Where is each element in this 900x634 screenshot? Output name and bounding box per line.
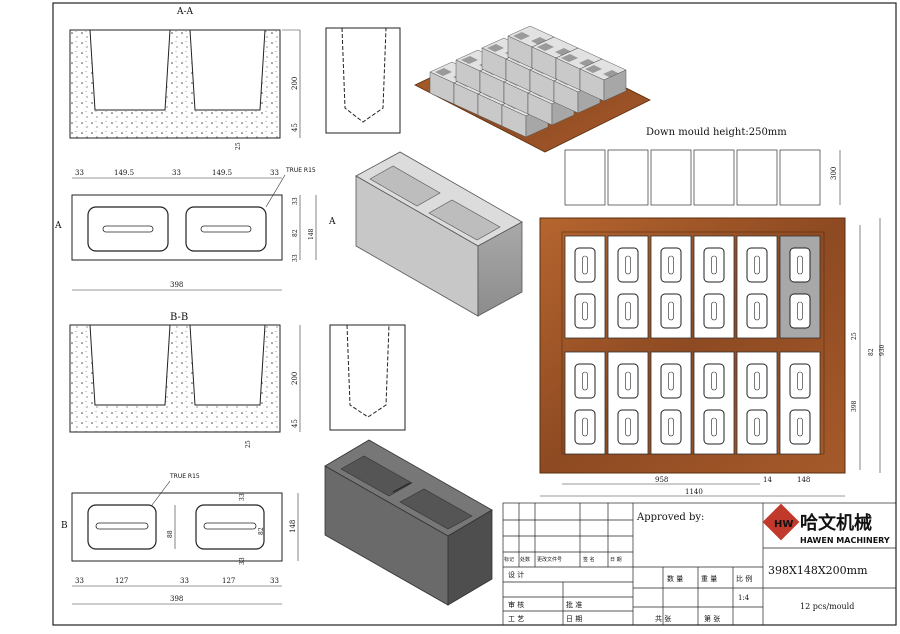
- mould-bdim-3: 148: [797, 476, 810, 484]
- bottom-dim-2: 127: [115, 577, 128, 585]
- top-dim-5: 33: [270, 169, 279, 177]
- scale-value: 1:4: [738, 594, 750, 602]
- bottom-rdim-4: 148: [289, 520, 297, 533]
- bottom-rdim-3: 33: [239, 557, 246, 565]
- rev-h5: 日 期: [610, 557, 622, 563]
- bottom-rdim-1: 33: [239, 493, 246, 501]
- title-block-text: Approved by: HW 哈文机械 HAWEN MACHINERY 398…: [504, 503, 890, 623]
- top-dim-3: 33: [172, 169, 181, 177]
- approved-label: Approved by:: [636, 512, 704, 523]
- top-callout: TRUE R15: [285, 167, 316, 174]
- mould-bdim-4: 1140: [685, 488, 703, 496]
- bottom-dim-4: 127: [222, 577, 235, 585]
- section-mark-a-right: A: [328, 217, 336, 227]
- mould-strip-cell: [779, 149, 821, 206]
- mould-3d-view: [414, 25, 651, 153]
- mould-rdim-1: 25: [851, 332, 858, 340]
- top-plan-view: A A 33 149.5 33 149.5 33 398 TRUE R15 33…: [54, 167, 336, 291]
- mould-bdim-1: 958: [655, 476, 668, 484]
- block-3d-dark: [324, 439, 493, 606]
- bb-gap-dim: 25: [245, 440, 252, 448]
- bb-height-dim: 200: [291, 372, 299, 385]
- approve-label: 批 准: [566, 600, 582, 609]
- top-rdim-1: 33: [292, 197, 299, 205]
- mould-bdim-2: 14: [763, 476, 772, 484]
- section-bb-view: B-B 200 45 25: [69, 312, 406, 448]
- mould-rdim-2: 82: [868, 348, 875, 356]
- ratio-label: 比 例: [736, 574, 752, 583]
- title-block: [502, 502, 897, 626]
- mould-rdim-4: 930: [879, 344, 886, 356]
- pcs-per-mould: 12 pcs/mould: [800, 602, 854, 611]
- rev-h3: 更改文件号: [537, 556, 562, 563]
- mould-height-dim: 300: [830, 167, 838, 180]
- section-mark-a-left: A: [54, 221, 62, 231]
- sheet-no: 第 张: [704, 614, 720, 623]
- process-label: 工 艺: [508, 615, 524, 623]
- company-en: HAWEN MACHINERY: [800, 536, 890, 545]
- section-bb-title: B-B: [170, 312, 188, 323]
- bottom-dim-3: 33: [180, 577, 189, 585]
- rev-h1: 标记: [504, 556, 514, 563]
- mould-plan-view: Down mould height:250mm 300 25 82 398 93…: [539, 127, 886, 497]
- mould-strip-cell: [650, 149, 692, 206]
- bottom-plan-view: B 33 127 33 127 33 398 TRUE R15 88 33 82…: [61, 473, 299, 605]
- bottom-dim-5: 33: [270, 577, 279, 585]
- iso-block: [579, 58, 627, 102]
- mould-cavity-cell: [693, 235, 735, 339]
- mould-cavity-cell: [779, 235, 821, 339]
- date-label: 日 期: [566, 615, 582, 623]
- top-dim-2: 149.5: [114, 169, 134, 177]
- aa-bottom-dim: 45: [291, 123, 299, 132]
- top-rdim-4: 148: [308, 228, 315, 240]
- bottom-dim-total: 398: [170, 595, 183, 603]
- block-spec: 398X148X200mm: [768, 564, 868, 577]
- qty-label: 数 量: [667, 574, 683, 583]
- mould-cavity-cell: [736, 351, 778, 455]
- top-rdim-2: 82: [292, 229, 299, 237]
- top-dim-4: 149.5: [212, 169, 232, 177]
- block-3d-light: [355, 151, 523, 317]
- aa-gap-dim: 25: [235, 142, 242, 150]
- mould-cavity-cell: [607, 235, 649, 339]
- top-dim-total: 398: [170, 281, 183, 289]
- aa-height-dim: 200: [291, 77, 299, 90]
- hawen-logo-icon: HW: [762, 503, 800, 541]
- mould-strip-cell: [607, 149, 649, 206]
- bottom-rdim-2: 82: [258, 527, 265, 535]
- bottom-mid-dim: 88: [167, 530, 174, 538]
- weight-label: 重 量: [701, 575, 717, 583]
- mould-rdim-3: 398: [851, 400, 858, 412]
- mould-note: Down mould height:250mm: [646, 127, 787, 138]
- mould-cavity-cell: [693, 351, 735, 455]
- total-sheets: 共 张: [655, 614, 671, 623]
- svg-text:HW: HW: [774, 519, 793, 530]
- mould-strip-cell: [564, 149, 606, 206]
- mould-cavity-cell: [779, 351, 821, 455]
- mould-strip-cell: [736, 149, 778, 206]
- mould-cavity-cell: [564, 351, 606, 455]
- mould-cavity-cell: [564, 235, 606, 339]
- company-cn: 哈文机械: [800, 512, 872, 534]
- design-label: 设 计: [508, 570, 524, 579]
- mould-strip-cell: [693, 149, 735, 206]
- top-rdim-3: 33: [292, 254, 299, 262]
- bottom-callout: TRUE R15: [169, 473, 200, 480]
- mould-cavity-cell: [650, 351, 692, 455]
- review-label: 审 核: [508, 600, 524, 609]
- section-mark-b: B: [61, 521, 68, 531]
- rev-h2: 处数: [520, 556, 530, 563]
- mould-cavity-cell: [650, 235, 692, 339]
- bottom-dim-1: 33: [75, 577, 84, 585]
- mould-cavity-cell: [736, 235, 778, 339]
- bb-bottom-dim: 45: [291, 419, 299, 428]
- section-aa-title: A-A: [176, 7, 194, 17]
- mould-cavity-cell: [607, 351, 649, 455]
- rev-h4: 签 名: [583, 556, 595, 563]
- section-aa-view: A-A 200 45 25: [69, 7, 401, 150]
- top-dim-1: 33: [75, 169, 84, 177]
- sheet-border: [52, 2, 897, 626]
